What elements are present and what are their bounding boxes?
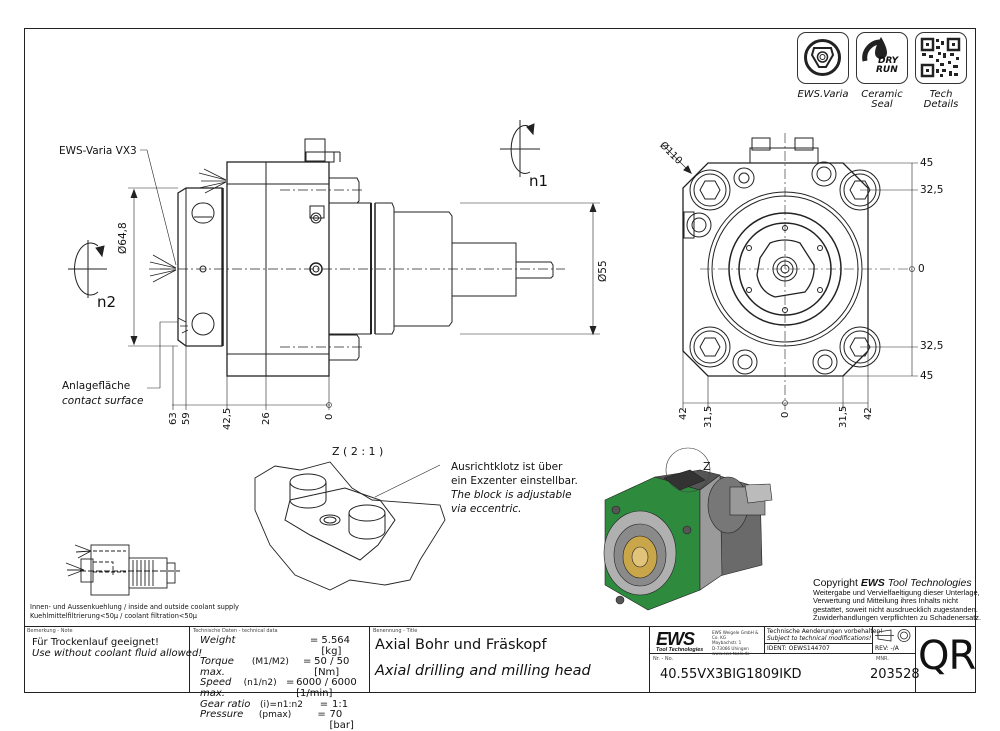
front-dimension-right: 45	[920, 157, 934, 169]
tech-row: Weight=5.564 [kg]	[200, 635, 351, 657]
mnr-number: 203528	[870, 667, 920, 682]
coolant-schematic	[65, 544, 180, 596]
front-dimension-right: 32,5	[920, 184, 944, 196]
note-cell: Bemerkung - Note Für Trockenlauf geeigne…	[24, 627, 202, 693]
block-note-de-1: Ausrichtklotz ist über	[451, 461, 563, 473]
block-note-en-1: The block is adjustable	[451, 489, 572, 501]
front-dimension-bottom: 42	[678, 407, 689, 420]
tech-row: Gear ratio(i)=n1:n2=1:1	[200, 698, 349, 710]
changes-area: Technische Aenderungen vorbehalten! Subj…	[765, 627, 883, 654]
iso-view-z-marker: Z	[703, 460, 711, 473]
side-dimension: 0	[324, 413, 335, 420]
front-dimension-right: 32,5	[920, 340, 944, 352]
logo-area: EWS Tool Technologies EWS Weigele GmbH &…	[650, 627, 765, 656]
block-note: Ausrichtklotz ist über ein Exzenter eins…	[451, 460, 578, 516]
rev-field: REV: -/A	[875, 645, 899, 652]
side-dimension: 42,5	[222, 407, 233, 430]
coolant-note-2: Kuehlmittelfiltrierung<50μ / coolant fil…	[30, 612, 197, 620]
block-note-en-2: via eccentric.	[451, 503, 522, 515]
note-en: Use without coolant fluid allowed!	[32, 648, 203, 659]
label-n2: n2	[97, 293, 117, 311]
dry-label: DRY	[878, 56, 899, 66]
front-view	[662, 133, 918, 410]
front-dimension-right: 0	[918, 263, 925, 275]
ews-varia-label: EWS.Varia	[797, 89, 849, 100]
front-dimension-right: 45	[920, 370, 934, 382]
part-number: 40.55VX3BIG1809IKD	[660, 667, 802, 682]
tech-row: Pressure(pmax)=70 [bar]	[200, 709, 354, 731]
detail-z-title: Z ( 2 : 1 )	[332, 445, 384, 458]
rotation-n1-icon	[500, 120, 540, 177]
copyright-notice: Copyright EWS Tool Technologies Weiterga…	[813, 577, 982, 623]
side-dimension: 63	[168, 412, 179, 425]
ident-field: IDENT: OEWS144707	[767, 645, 830, 652]
tech-details-qr-badge[interactable]	[915, 32, 967, 84]
projection-symbol-icon	[875, 629, 911, 642]
qr-code-icon	[920, 37, 961, 78]
copyright-heading: Copyright EWS Tool Technologies	[813, 577, 972, 589]
ews-logo: EWS Tool Technologies	[656, 629, 704, 653]
coolant-note-1: Innen- und Aussenkuehlung / inside and o…	[30, 603, 239, 611]
run-label: RUN	[876, 65, 898, 75]
qr-label: QR	[918, 633, 976, 679]
note-de: Für Trockenlauf geeignet!	[32, 637, 160, 648]
ews-varia-badge	[797, 32, 849, 84]
technical-data-table: Weight=5.564 [kg] Torque max.(M1/M2)=50 …	[200, 635, 369, 731]
drawing-sheet	[24, 28, 976, 693]
label-contact-surface-en: contact surface	[62, 395, 144, 407]
iso-view-3d	[603, 447, 773, 611]
ews-varia-icon	[804, 39, 841, 76]
tech-row: Speed max.(n1/n2)=6000 / 6000 [1/min]	[200, 677, 357, 699]
company-cell: EWS Tool Technologies EWS Weigele GmbH &…	[650, 627, 920, 693]
block-note-de-2: ein Exzenter einstellbar.	[451, 475, 578, 487]
side-dimension: 26	[261, 412, 272, 425]
technical-drawing	[65, 120, 918, 611]
drawing-title-de: Axial Bohr und Fräskopf	[375, 637, 547, 653]
detail-z-view	[254, 461, 446, 591]
front-dimension-bottom: 31,5	[703, 405, 714, 428]
technical-data-cell: Technische Daten - technical data Weight…	[190, 627, 370, 731]
side-dimension: 59	[181, 412, 192, 425]
side-view	[68, 120, 600, 410]
ceramic-seal-badge: DRY RUN	[856, 32, 908, 84]
drawing-title-en: Axial drilling and milling head	[375, 663, 591, 679]
title-cell: Benennung - Title Axial Bohr und Fräskop…	[370, 627, 650, 693]
dimension-diameter-64-8: Ø64,8	[117, 222, 129, 254]
front-dimension-bottom: 31,5	[838, 405, 849, 428]
rotation-n2-icon	[68, 240, 107, 298]
label-ews-varia-vx3: EWS-Varia VX3	[59, 145, 137, 157]
projection-area: REV: -/A	[873, 627, 916, 654]
label-contact-surface-de: Anlagefläche	[62, 380, 131, 392]
front-dimension-bottom: 42	[863, 407, 874, 420]
dimension-diameter-55: Ø55	[597, 260, 609, 282]
tech-row: Torque max.(M1/M2)=50 / 50 [Nm]	[200, 656, 350, 678]
front-dimension-bottom: 0	[780, 411, 791, 418]
label-n1: n1	[529, 172, 549, 190]
title-block: Bemerkung - Note Für Trockenlauf geeigne…	[24, 626, 976, 731]
dry-run-icon	[862, 37, 887, 62]
